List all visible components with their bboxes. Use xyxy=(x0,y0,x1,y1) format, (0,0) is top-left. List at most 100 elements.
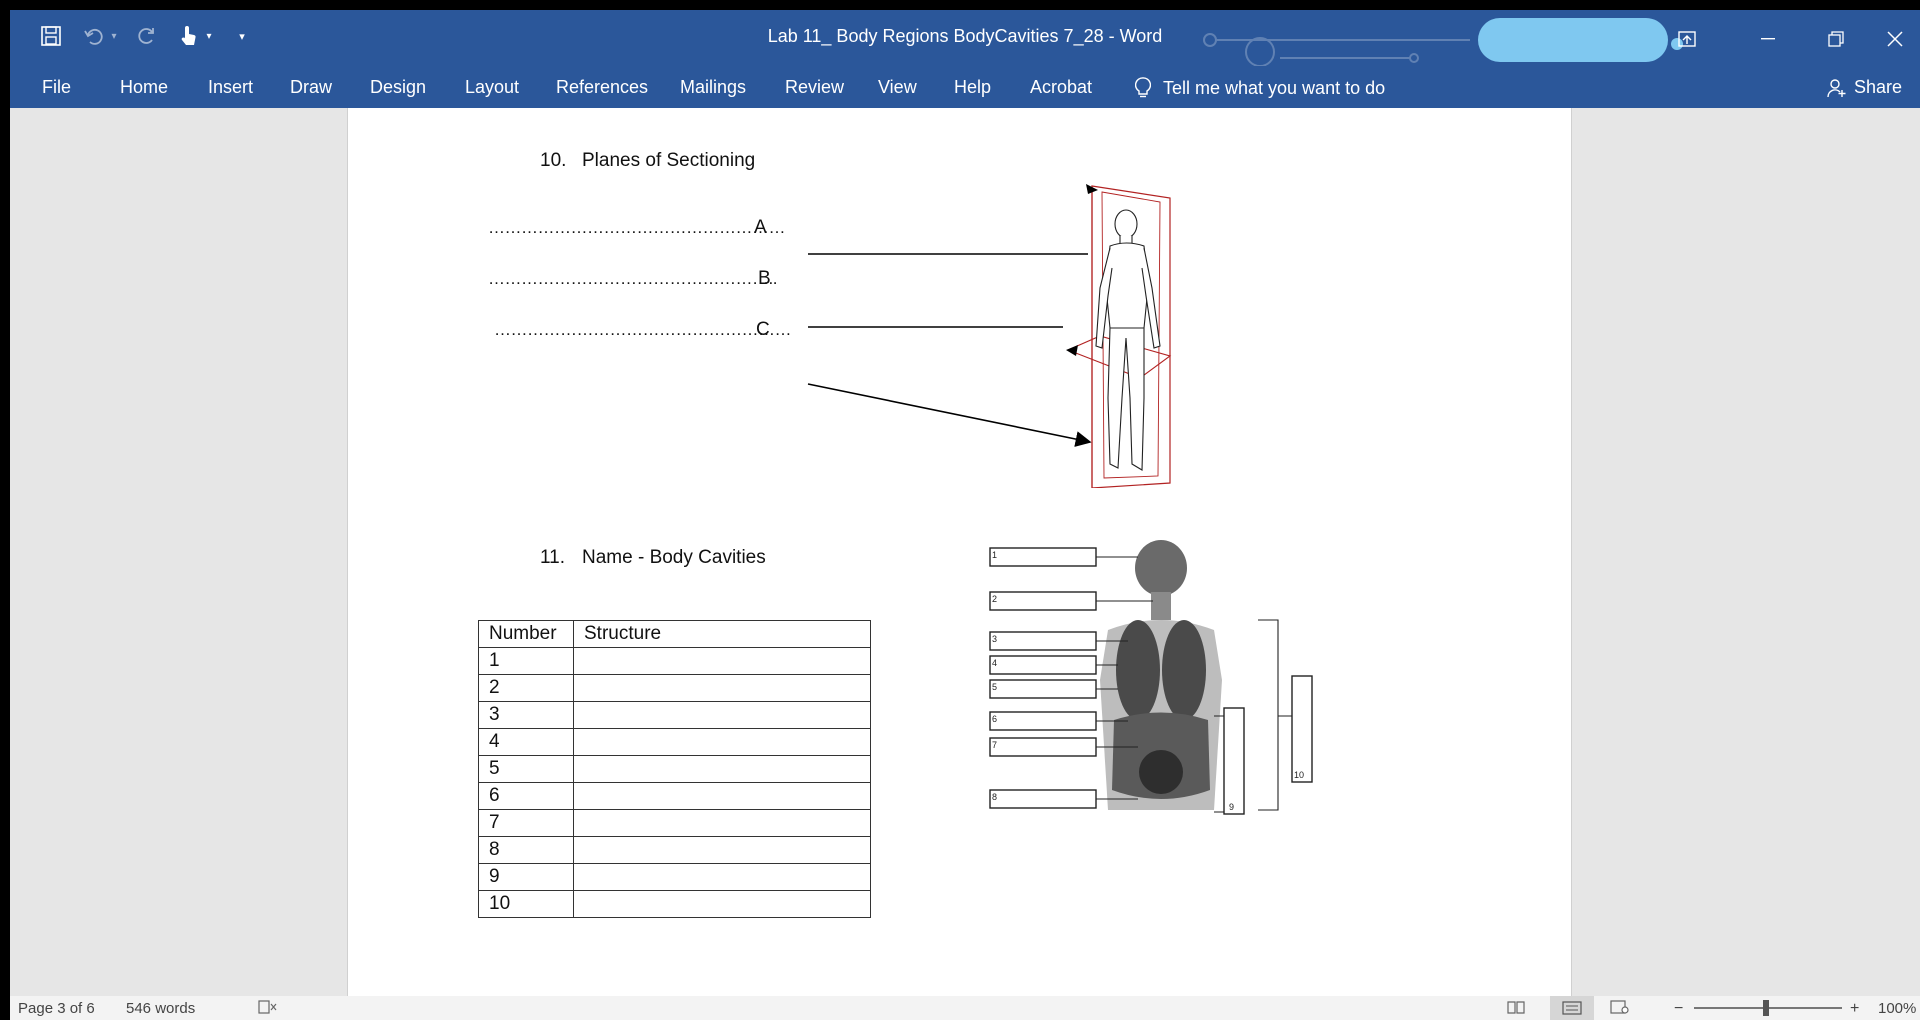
structure-cell[interactable] xyxy=(573,647,871,675)
print-layout-icon[interactable] xyxy=(1550,996,1594,1020)
pointer-line-c xyxy=(807,383,1092,447)
table-row: 3 xyxy=(478,701,871,729)
tab-insert[interactable]: Insert xyxy=(208,77,254,97)
tab-mailings[interactable]: Mailings xyxy=(680,77,747,97)
structure-cell[interactable] xyxy=(573,782,871,810)
column-header-structure: Structure xyxy=(573,620,871,648)
table-row: 1 xyxy=(478,647,871,675)
table-row: 6 xyxy=(478,782,871,810)
tab-design[interactable]: Design xyxy=(370,77,427,97)
undo-dropdown-icon[interactable]: ▾ xyxy=(111,30,117,42)
answer-blank-a[interactable]: ……………………………………………… xyxy=(488,218,786,237)
row-number: 5 xyxy=(478,755,574,783)
tab-layout[interactable]: Layout xyxy=(465,77,520,97)
table-row: 5 xyxy=(478,755,871,783)
row-number: 4 xyxy=(478,728,574,756)
close-button[interactable] xyxy=(1870,10,1920,68)
tab-file[interactable]: File xyxy=(42,77,72,97)
figure-label-2: 2 xyxy=(992,594,997,604)
tab-home[interactable]: Home xyxy=(120,77,169,97)
table-header-row: Number Structure xyxy=(478,620,871,648)
ribbon-tabs: File Home Insert Draw Design Layout Refe… xyxy=(10,68,1920,108)
row-number: 1 xyxy=(478,647,574,675)
redo-icon[interactable] xyxy=(134,24,158,48)
zoom-out-icon[interactable]: − xyxy=(1674,1000,1684,1017)
q10-title: Planes of Sectioning xyxy=(582,150,756,171)
undo-icon[interactable] xyxy=(82,24,106,48)
read-mode-icon[interactable] xyxy=(1506,1000,1526,1018)
figure-label-6: 6 xyxy=(992,714,997,724)
structure-cell[interactable] xyxy=(573,674,871,702)
answer-letter-b: B xyxy=(758,268,771,289)
figure-label-10: 10 xyxy=(1294,770,1304,780)
table-row: 8 xyxy=(478,836,871,864)
word-window: ▾ ▾ ▾ Lab 11_ Body Regions BodyCavities … xyxy=(10,10,1920,1020)
restore-button[interactable] xyxy=(1802,10,1870,68)
figure-label-1: 1 xyxy=(992,550,997,560)
table-row: 10 xyxy=(478,890,871,918)
share-button[interactable]: Share xyxy=(1826,77,1902,98)
page-count[interactable]: Page 3 of 6 xyxy=(18,1000,95,1017)
tab-references[interactable]: References xyxy=(556,77,649,97)
document-title: Lab 11_ Body Regions BodyCavities 7_28 -… xyxy=(767,26,1163,46)
body-cavities-figure: 1 2 3 4 5 6 7 8 9 10 xyxy=(989,540,1313,815)
tab-view[interactable]: View xyxy=(878,77,917,97)
figure-label-5: 5 xyxy=(992,682,997,692)
web-layout-icon[interactable] xyxy=(1610,1000,1630,1018)
structure-cell[interactable] xyxy=(573,890,871,918)
tab-acrobat[interactable]: Acrobat xyxy=(1030,77,1093,97)
status-bar: Page 3 of 6 546 words − + 100% xyxy=(10,996,1920,1020)
q11-title: Name - Body Cavities xyxy=(582,547,766,568)
row-number: 6 xyxy=(478,782,574,810)
structure-cell[interactable] xyxy=(573,863,871,891)
title-bar: ▾ ▾ ▾ Lab 11_ Body Regions BodyCavities … xyxy=(10,10,1920,68)
figure-label-8: 8 xyxy=(992,792,997,802)
q10-number: 10. xyxy=(540,150,567,171)
tell-me-label: Tell me what you want to do xyxy=(1163,77,1386,98)
column-header-number: Number xyxy=(478,620,574,648)
table-row: 2 xyxy=(478,674,871,702)
planes-of-section-figure xyxy=(1066,184,1172,488)
answer-blank-c[interactable]: ……………………………………………… xyxy=(494,320,792,339)
structure-cell[interactable] xyxy=(573,836,871,864)
customize-qat-icon[interactable]: ▾ xyxy=(239,30,245,43)
structure-cell[interactable] xyxy=(573,728,871,756)
minimize-button[interactable] xyxy=(1734,10,1802,68)
document-page[interactable]: 10. Planes of Sectioning ………………………………………… xyxy=(347,108,1572,1008)
table-row: 9 xyxy=(478,863,871,891)
proofing-icon[interactable] xyxy=(258,1000,278,1018)
structure-cell[interactable] xyxy=(573,809,871,837)
tab-draw[interactable]: Draw xyxy=(290,77,333,97)
structure-cell[interactable] xyxy=(573,701,871,729)
figure-label-3: 3 xyxy=(992,634,997,644)
answer-letter-a: A xyxy=(754,217,767,238)
row-number: 2 xyxy=(478,674,574,702)
save-icon[interactable] xyxy=(38,24,64,48)
lightbulb-icon xyxy=(1135,77,1151,98)
tab-help[interactable]: Help xyxy=(954,77,992,97)
word-count[interactable]: 546 words xyxy=(126,1000,196,1017)
document-canvas[interactable]: 10. Planes of Sectioning ………………………………………… xyxy=(10,108,1920,1008)
row-number: 7 xyxy=(478,809,574,837)
person-add-icon xyxy=(1827,78,1846,97)
answer-blank-b[interactable]: …………………………………………….. xyxy=(488,269,777,288)
share-label: Share xyxy=(1854,77,1903,97)
touch-dropdown-icon[interactable]: ▾ xyxy=(206,30,212,42)
body-cavities-table[interactable]: Number Structure 1 2 3 4 5 6 7 8 9 10 xyxy=(478,620,871,918)
ribbon-display-options-icon[interactable] xyxy=(1662,10,1712,68)
touch-mode-icon[interactable] xyxy=(176,24,200,48)
pointer-lines xyxy=(807,253,1092,447)
account-dot-icon xyxy=(1670,32,1684,56)
zoom-in-icon[interactable]: + xyxy=(1850,1000,1860,1017)
tell-me-search[interactable]: Tell me what you want to do xyxy=(1135,77,1385,99)
row-number: 3 xyxy=(478,701,574,729)
zoom-level[interactable]: 100% xyxy=(1878,1000,1917,1017)
circuit-decoration-icon xyxy=(1203,33,1470,66)
zoom-thumb[interactable] xyxy=(1763,1000,1769,1016)
figure-label-9: 9 xyxy=(1229,802,1234,812)
structure-cell[interactable] xyxy=(573,755,871,783)
figure-label-4: 4 xyxy=(992,658,997,668)
figure-label-7: 7 xyxy=(992,740,997,750)
user-account-redaction xyxy=(1478,18,1668,62)
tab-review[interactable]: Review xyxy=(785,77,845,97)
